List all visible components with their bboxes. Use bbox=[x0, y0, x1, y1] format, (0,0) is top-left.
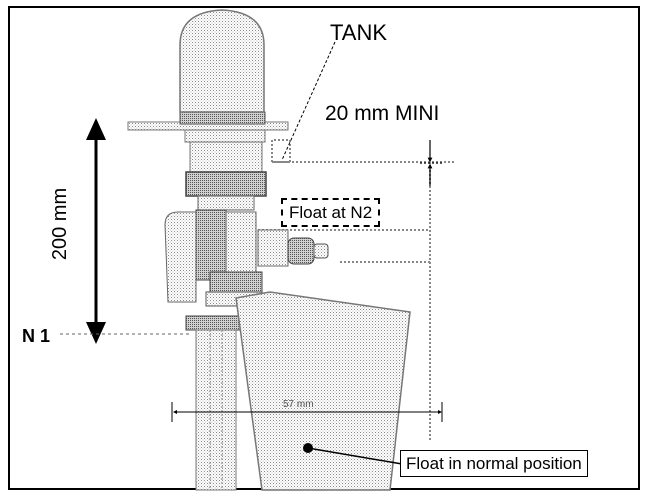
travel-label: 200 mm bbox=[49, 187, 71, 261]
mounting-flange bbox=[127, 111, 289, 143]
tank-label: TANK bbox=[330, 20, 388, 45]
min-gap-dimension bbox=[420, 140, 442, 186]
switch-body bbox=[164, 141, 329, 331]
float-normal-position-label: Float in normal position bbox=[400, 450, 588, 477]
tank-leader-line bbox=[281, 41, 336, 161]
level-n1-label: N 1 bbox=[22, 326, 51, 346]
stem-tube bbox=[195, 329, 237, 491]
float-at-n2-label: Float at N2 bbox=[281, 198, 381, 227]
min-gap-label: 20 mm MINI bbox=[325, 102, 440, 125]
float-normal-leader bbox=[303, 443, 403, 465]
travel-dimension-arrow bbox=[86, 118, 106, 344]
switch-cap bbox=[179, 9, 265, 113]
float-width-dimension bbox=[171, 402, 443, 422]
float-body bbox=[235, 291, 411, 491]
float-width-label: 57 mm bbox=[283, 399, 314, 410]
